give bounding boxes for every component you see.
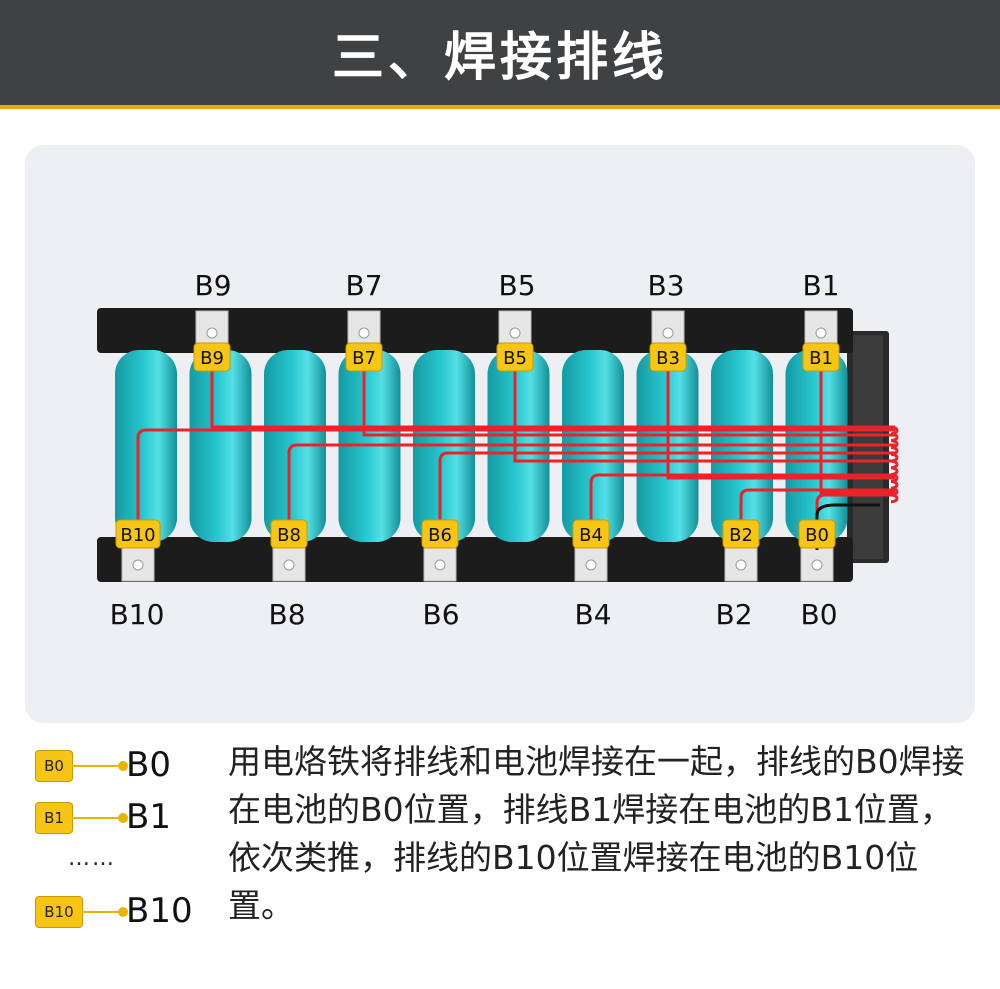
header-bar: 三、焊接排线 [0, 0, 1000, 109]
top-label-b7: B7 [345, 269, 382, 302]
wire [438, 451, 895, 533]
legend-item-b0: B0 B0 [30, 742, 220, 785]
top-tag-b7-text: B7 [352, 348, 376, 369]
bms-block-face [853, 335, 883, 559]
legend-item-b10: B10 B10 [30, 888, 220, 931]
legend-item-b1: B1 B1 [30, 794, 220, 837]
top-label-b3: B3 [647, 269, 684, 302]
legend-ellipsis: …… [68, 846, 116, 871]
bottom-tag-b4 [572, 519, 610, 549]
bottom-tag-b0-text: B0 [805, 525, 829, 546]
legend-dot [118, 761, 128, 771]
top-label-b5: B5 [498, 269, 535, 302]
top-tag-b5 [496, 342, 534, 372]
legend-dot [118, 813, 128, 823]
solder-point [358, 327, 370, 339]
top-tag-b3-text: B3 [656, 348, 680, 369]
legend-connector [72, 765, 120, 767]
solder-point [434, 559, 446, 571]
solder-point [585, 559, 597, 571]
bottom-label-b2: B2 [715, 598, 752, 631]
wire [287, 443, 895, 533]
legend: B0 B0 B1 B1 …… B10 B10 [30, 738, 220, 938]
wire [666, 359, 895, 480]
bottom-label-b6: B6 [422, 598, 459, 631]
bottom-label-b8: B8 [268, 598, 305, 631]
wire [513, 359, 895, 463]
bottom-tag-b6-text: B6 [428, 525, 452, 546]
solder-point [132, 559, 144, 571]
legend-name: B0 [126, 745, 171, 785]
top-tag-b7 [345, 342, 383, 372]
bottom-tag-b0 [798, 519, 836, 549]
bottom-tag-b4-text: B4 [579, 525, 603, 546]
wire [362, 359, 895, 437]
wire [136, 428, 895, 533]
top-tag-b3 [649, 342, 687, 372]
bottom-tag-b8 [270, 519, 308, 549]
solder-point [735, 559, 747, 571]
bottom-tag-b6 [421, 519, 459, 549]
top-label-b1: B1 [802, 269, 839, 302]
bottom-tag-b8-text: B8 [277, 525, 301, 546]
legend-dot [118, 907, 128, 917]
top-tag-b1 [802, 342, 840, 372]
legend-connector [82, 911, 120, 913]
solder-point [811, 559, 823, 571]
legend-connector [72, 817, 120, 819]
solder-point [815, 327, 827, 339]
bottom-tag-b10-text: B10 [120, 525, 155, 546]
wire [739, 488, 895, 533]
legend-tag: B0 [35, 750, 73, 782]
bottom-label-b0: B0 [800, 598, 837, 631]
legend-tag: B10 [35, 896, 83, 928]
bottom-tag-b2 [722, 519, 760, 549]
wire [819, 359, 895, 495]
top-label-b9: B9 [194, 269, 231, 302]
top-tag-b9 [193, 342, 231, 372]
legend-name: B1 [126, 797, 171, 837]
battery-cell [189, 350, 252, 542]
bottom-tag-b2-text: B2 [729, 525, 753, 546]
page-title: 三、焊接排线 [331, 28, 668, 88]
bottom-tag-b10 [115, 519, 161, 549]
instruction-text: 用电烙铁将排线和电池焊接在一起，排线的B0焊接在电池的B0位置，排线B1焊接在电… [228, 742, 965, 925]
solder-point [283, 559, 295, 571]
solder-point [509, 327, 521, 339]
battery-cell [115, 350, 177, 542]
b0-black-wire [815, 503, 880, 550]
solder-point [662, 327, 674, 339]
legend-name: B10 [126, 891, 193, 931]
wire [589, 473, 895, 533]
legend-tag: B1 [35, 802, 73, 834]
top-tag-b5-text: B5 [503, 348, 527, 369]
bottom-label-b4: B4 [574, 598, 611, 631]
wire [815, 493, 895, 533]
bottom-label-b10: B10 [110, 598, 165, 631]
wire-loop [890, 493, 899, 504]
solder-point [206, 327, 218, 339]
top-tag-b9-text: B9 [200, 348, 224, 369]
top-tag-b1-text: B1 [809, 348, 833, 369]
